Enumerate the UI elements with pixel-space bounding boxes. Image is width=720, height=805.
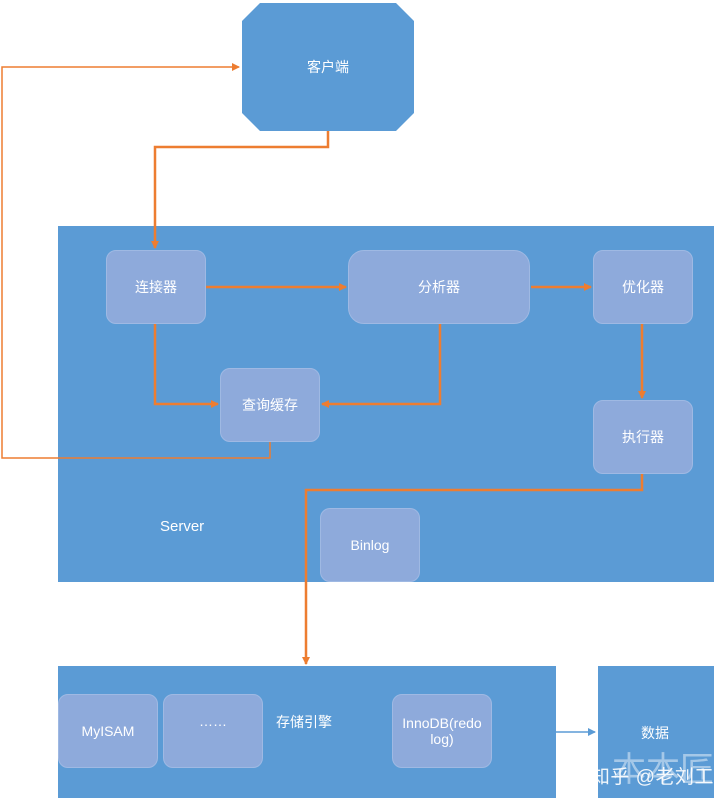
storage-engine-label: 存储引擎 xyxy=(276,714,332,730)
executor-box: 执行器 xyxy=(593,400,693,474)
analyzer-box: 分析器 xyxy=(348,250,530,324)
server-label: Server xyxy=(160,518,205,535)
query-cache-box: 查询缓存 xyxy=(220,368,320,442)
watermark-ghost: 本本匠 xyxy=(612,751,714,789)
data-label: 数据 xyxy=(641,725,669,741)
data-panel xyxy=(598,666,714,798)
innodb-box: InnoDB(redo log) xyxy=(392,694,492,768)
watermark-text: 知乎 @老刘工 xyxy=(590,767,714,788)
connector-box: 连接器 xyxy=(106,250,206,324)
more-engines-box: …… xyxy=(163,694,263,768)
binlog-box: Binlog xyxy=(320,508,420,582)
optimizer-box: 优化器 xyxy=(593,250,693,324)
client-node: 客户端 xyxy=(242,3,414,131)
myisam-box: MyISAM xyxy=(58,694,158,768)
